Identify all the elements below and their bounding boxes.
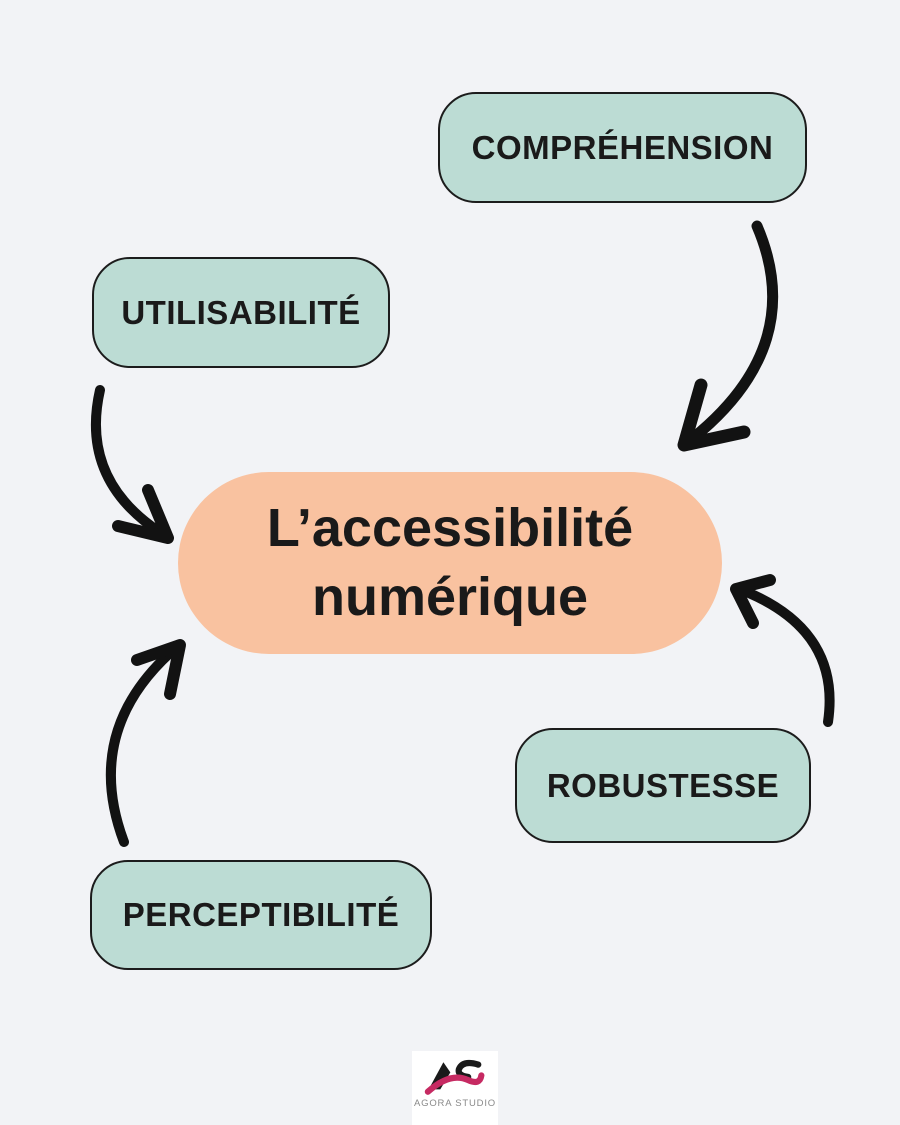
arrow-comprehension-to-center — [677, 220, 779, 452]
arrow-utilisabilite-to-center — [90, 385, 174, 544]
node-center-accessibilite: L’accessibilité numérique — [178, 472, 722, 654]
agora-studio-monogram-icon — [424, 1059, 485, 1095]
node-comprehension-label: COMPRÉHENSION — [471, 128, 774, 166]
node-utilisabilite: UTILISABILITÉ — [92, 257, 390, 368]
node-perceptibilite-label: PERCEPTIBILITÉ — [122, 896, 400, 933]
node-robustesse-label: ROBUSTESSE — [546, 766, 780, 804]
arrow-robustesse-to-center — [730, 574, 835, 727]
agora-studio-logo: AGORA STUDIO — [412, 1051, 498, 1125]
agora-studio-wordmark: AGORA STUDIO — [414, 1098, 496, 1109]
center-label-line1: L’accessibilité — [266, 497, 634, 558]
node-perceptibilite: PERCEPTIBILITÉ — [90, 860, 432, 970]
center-label-line2: numérique — [311, 567, 589, 627]
arrow-perceptibilite-to-center — [105, 639, 186, 847]
node-robustesse: ROBUSTESSE — [515, 728, 811, 843]
node-utilisabilite-label: UTILISABILITÉ — [121, 293, 361, 331]
node-comprehension: COMPRÉHENSION — [438, 92, 807, 203]
